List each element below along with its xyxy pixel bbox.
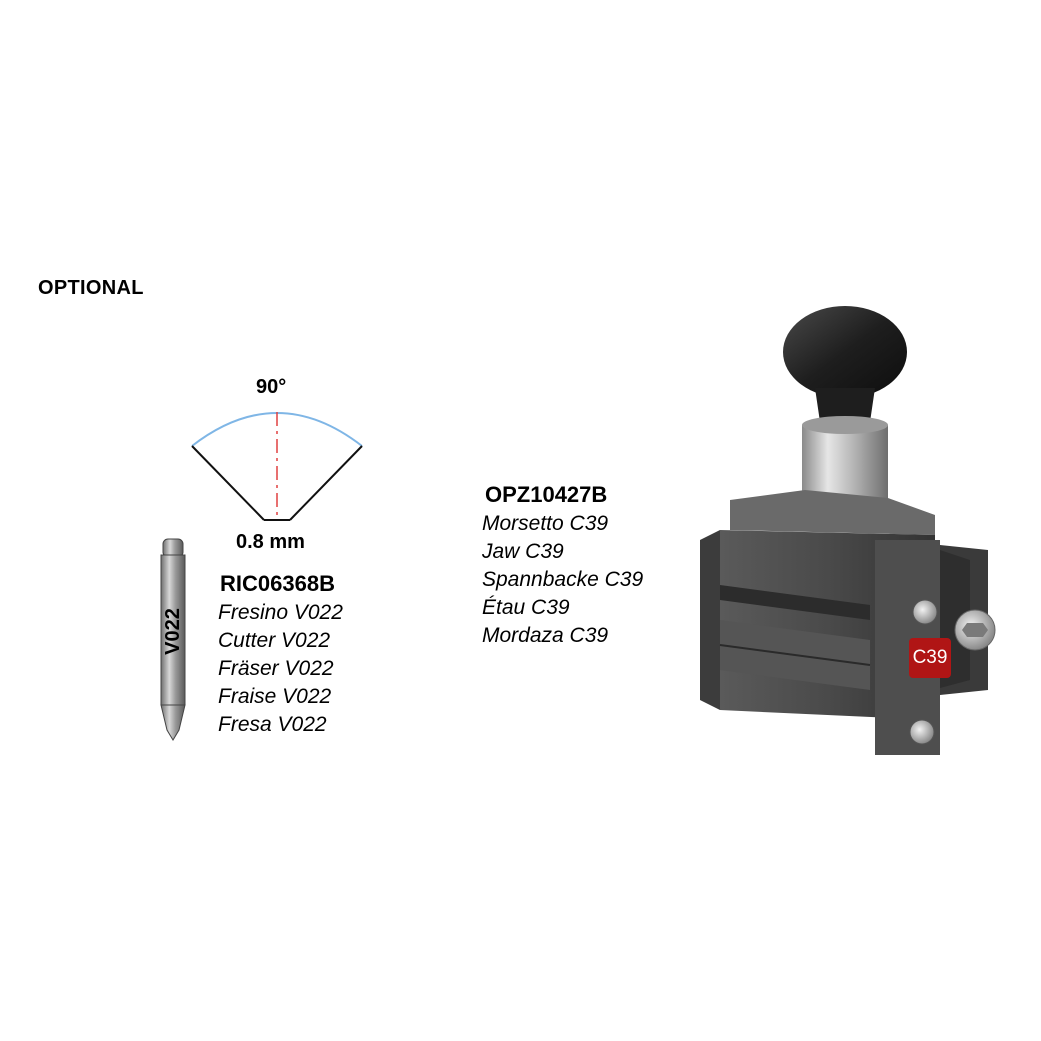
cutter-name-english: Cutter V022 [218, 629, 331, 652]
cutter-name-german: Fräser V022 [218, 657, 334, 680]
cutter-shank-label-box: V022 [150, 596, 196, 666]
cone-right-edge [289, 445, 363, 521]
cutter-name-spanish: Fresa V022 [218, 713, 327, 736]
cutter-name-french: Fraise V022 [218, 685, 332, 708]
cutter-tool-image [160, 538, 186, 741]
jaw-names-list: Morsetto C39 Jaw C39 Spannbacke C39 Étau… [482, 510, 643, 650]
jaw-badge: C39 [909, 638, 951, 678]
jaw-badge-text: C39 [912, 647, 948, 668]
knob-stem [815, 388, 875, 422]
jaw-name-german: Spannbacke C39 [482, 568, 644, 591]
jaw-name-italian: Morsetto C39 [482, 512, 609, 535]
jaw-code: OPZ10427B [485, 482, 608, 507]
jaw-name-french: Étau C39 [482, 596, 570, 619]
cutter-shank-label: V022 [161, 607, 184, 655]
jaw-name-spanish: Mordaza C39 [482, 624, 609, 647]
angle-label: 90° [256, 376, 287, 398]
screw-lower [909, 719, 935, 745]
body-left-face [700, 530, 720, 710]
jaw-clamp-image [700, 306, 996, 755]
screw-upper [912, 599, 938, 625]
cutter-name-italian: Fresino V022 [218, 601, 343, 624]
cutter-names-list: Fresino V022 Cutter V022 Fräser V022 Fra… [218, 599, 343, 739]
groove-line [719, 644, 871, 666]
jaw-name-english: Jaw C39 [482, 540, 564, 563]
clamp-knob [783, 306, 907, 398]
cone-left-edge [191, 445, 265, 521]
groove-upper [720, 585, 870, 620]
clamp-cylinder [802, 425, 888, 514]
body-top-plate [730, 490, 935, 535]
cutter-code: RIC06368B [220, 571, 335, 596]
tip-width-label: 0.8 mm [236, 531, 305, 553]
hex-socket [962, 623, 988, 637]
cutter-angle-diagram [191, 412, 363, 521]
section-title: OPTIONAL [38, 277, 144, 299]
body-right-block [875, 540, 940, 755]
cylinder-top [802, 416, 888, 434]
